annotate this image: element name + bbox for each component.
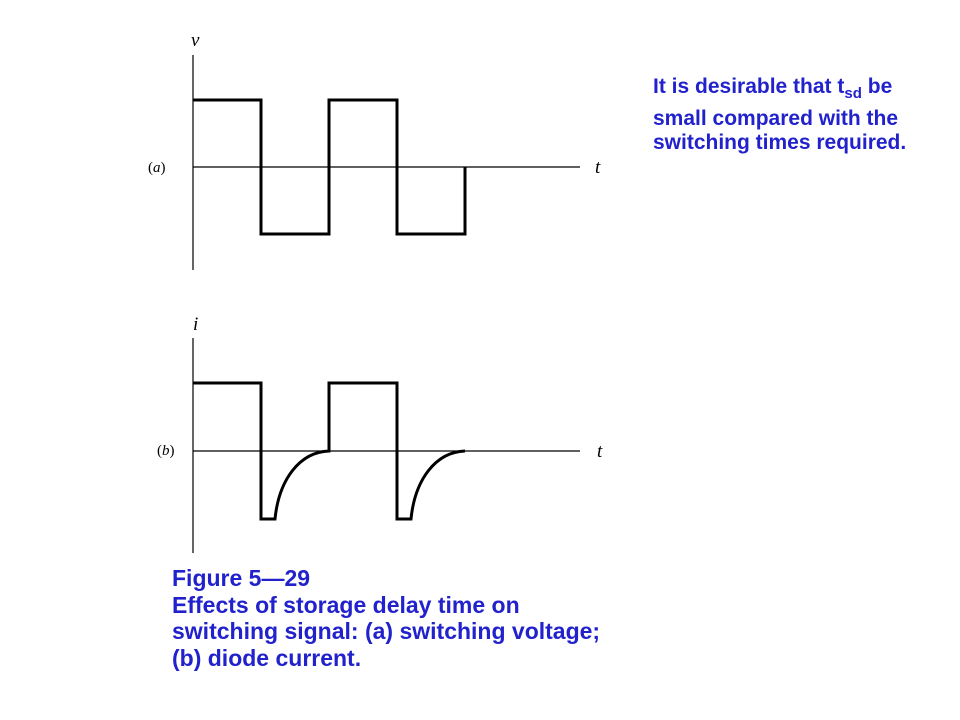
- note-text-end: be small compared with the switching tim…: [653, 75, 907, 154]
- panel-b-label: (b): [157, 443, 175, 459]
- caption-line-3: switching signal: (a) switching voltage;: [172, 618, 601, 644]
- caption-figure-number: Figure 5—29: [172, 565, 311, 591]
- panel-a-voltage: v t (a): [148, 30, 601, 270]
- panel-b-current: i t (b): [157, 314, 603, 553]
- panel-b-x-label: t: [597, 441, 603, 462]
- caption-line-4: (b) diode current.: [172, 644, 362, 671]
- voltage-square-wave: [193, 98, 467, 236]
- design-note: It is desirable that tsd be small compar…: [653, 75, 943, 156]
- figure-caption: Figure 5—29 Effects of storage delay tim…: [172, 565, 792, 671]
- panel-a-label: (a): [148, 160, 166, 176]
- diode-current-waveform: [193, 381, 466, 521]
- panel-a-y-label: v: [191, 30, 200, 51]
- caption-line-2: Effects of storage delay time on: [172, 591, 520, 618]
- panel-b-y-label: i: [193, 314, 198, 335]
- note-subscript: sd: [844, 85, 862, 102]
- panel-a-x-label: t: [595, 157, 601, 178]
- note-text-start: It is desirable that t: [653, 75, 845, 98]
